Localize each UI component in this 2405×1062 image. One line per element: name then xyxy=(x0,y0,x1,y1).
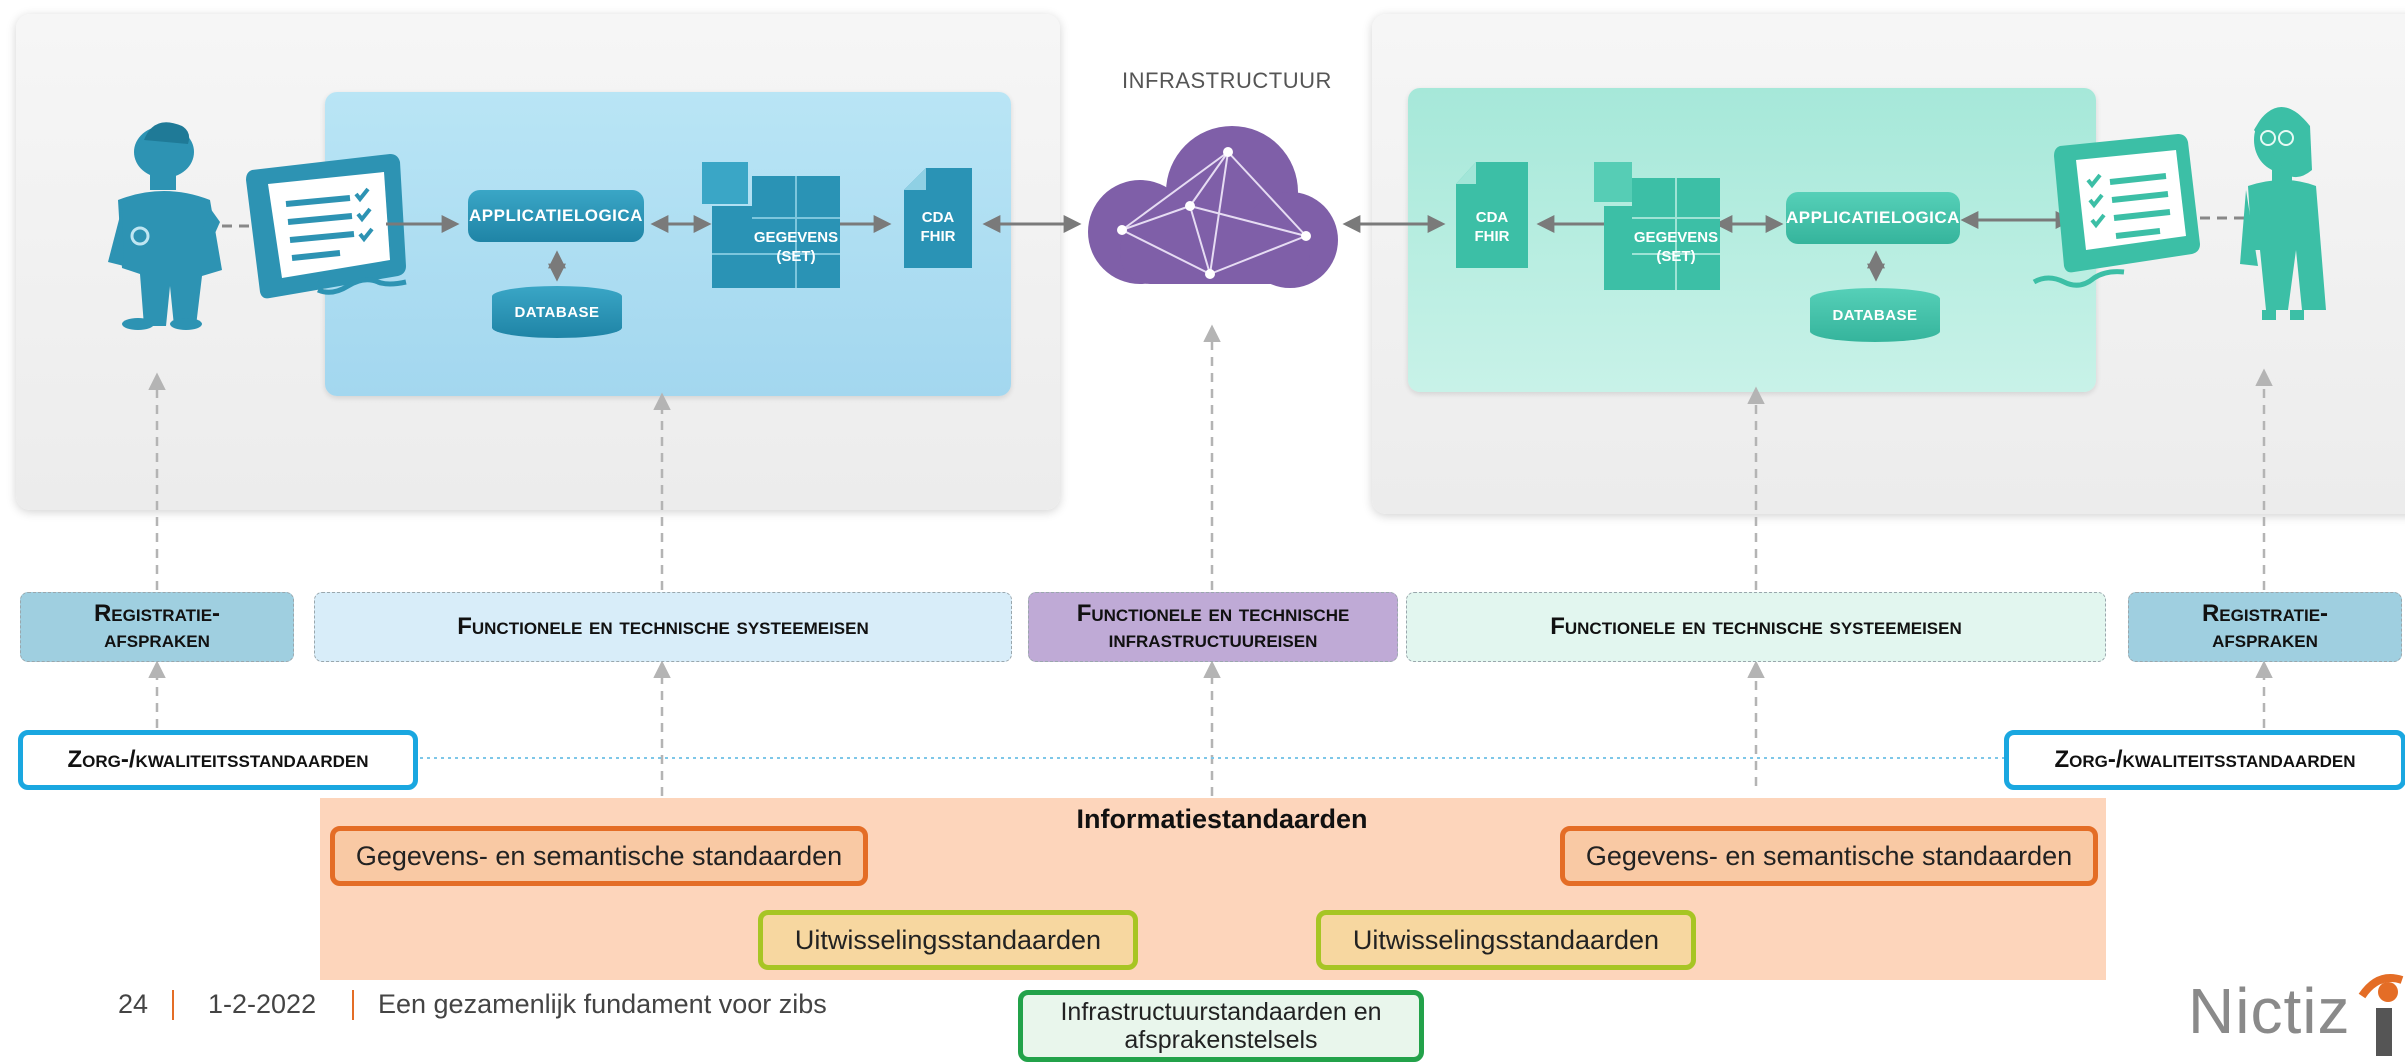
cda-document-icon xyxy=(1456,162,1528,268)
registratie-line2: afspraken xyxy=(104,626,210,653)
zorg-kwaliteitsstandaarden-box: Zorg-/kwaliteitsstandaarden xyxy=(2004,730,2405,790)
footer-separator xyxy=(352,990,354,1020)
gegevens-label: GEGEVENS (SET) xyxy=(1632,228,1720,266)
footer-title: Een gezamenlijk fundament voor zibs xyxy=(378,989,827,1019)
cda-label: CDA xyxy=(1475,209,1509,226)
cda-label: CDA xyxy=(921,209,955,226)
infrastructuureisen-box: Functionele en technische infrastructuur… xyxy=(1028,592,1398,662)
cda-fhir-label: CDA FHIR xyxy=(904,208,972,246)
left-application-area xyxy=(325,92,1011,396)
informatiestandaarden-title: Informatiestandaarden xyxy=(1076,804,1368,834)
registratie-afspraken-box: Registratie- afspraken xyxy=(20,592,294,662)
infrastructuureisen-line1: Functionele en technische xyxy=(1076,600,1350,627)
registratie-line1: Registratie- xyxy=(93,600,221,627)
nictiz-logo: Nictiz xyxy=(2188,968,2405,1056)
registratie-afspraken-box: Registratie- afspraken xyxy=(2128,592,2402,662)
gegevens-semantische-standaarden-box: Gegevens- en semantische standaarden xyxy=(330,826,868,886)
gegevens-label-line2: (SET) xyxy=(1656,248,1696,265)
gegevens-label-line1: GEGEVENS xyxy=(753,229,839,246)
infrastructuurstandaarden-line2: afsprakenstelsels xyxy=(1124,1026,1318,1054)
fhir-label: FHIR xyxy=(1474,228,1510,245)
cda-fhir-label: CDA FHIR xyxy=(1456,208,1528,246)
gegevens-cubes-icon xyxy=(702,162,840,288)
applicatielogica-label: APPLICATIELOGICA xyxy=(1786,192,1960,244)
systeemeisen-box: Functionele en technische systeemeisen xyxy=(314,592,1012,662)
registratie-line1: Registratie- xyxy=(2201,600,2329,627)
doctor-icon xyxy=(108,122,222,330)
nictiz-logo-text: Nictiz xyxy=(2188,975,2351,1047)
applicatielogica-label: APPLICATIELOGICA xyxy=(468,190,644,242)
registratie-line2: afspraken xyxy=(2212,626,2318,653)
uitwisselingsstandaarden-box: Uitwisselingsstandaarden xyxy=(1316,910,1696,970)
monitor-icon xyxy=(246,154,407,299)
gegevens-label: GEGEVENS (SET) xyxy=(752,228,840,266)
fhir-label: FHIR xyxy=(920,228,956,245)
gegevens-semantische-standaarden-box: Gegevens- en semantische standaarden xyxy=(1560,826,2098,886)
gegevens-cubes-icon xyxy=(1594,162,1720,290)
gegevens-label-line2: (SET) xyxy=(776,248,816,265)
infrastructuurstandaarden-line1: Infrastructuurstandaarden en xyxy=(1060,998,1382,1026)
monitor-icon xyxy=(2032,134,2200,288)
zorg-kwaliteitsstandaarden-box: Zorg-/kwaliteitsstandaarden xyxy=(18,730,418,790)
page-number: 24 xyxy=(118,989,149,1019)
cloud-icon xyxy=(1088,126,1338,288)
infrastructuureisen-line2: infrastructuureisen xyxy=(1108,626,1318,653)
infrastructuurstandaarden-box: Infrastructuurstandaarden en afsprakenst… xyxy=(1018,990,1424,1062)
footer-date: 1-2-2022 xyxy=(208,989,317,1019)
doctor-female-icon xyxy=(2240,106,2326,320)
footer-separator xyxy=(172,990,174,1020)
database-label: DATABASE xyxy=(1810,288,1940,342)
systeemeisen-label: Functionele en technische systeemeisen xyxy=(457,613,869,640)
cda-document-icon xyxy=(904,168,972,268)
systeemeisen-label: Functionele en technische systeemeisen xyxy=(1550,613,1962,640)
nictiz-logo-mark xyxy=(2358,974,2404,1056)
infrastructure-label: INFRASTRUCTUUR xyxy=(1122,68,1332,93)
gegevens-label-line1: GEGEVENS xyxy=(1633,229,1719,246)
database-label: DATABASE xyxy=(492,286,622,338)
uitwisselingsstandaarden-box: Uitwisselingsstandaarden xyxy=(758,910,1138,970)
systeemeisen-box: Functionele en technische systeemeisen xyxy=(1406,592,2106,662)
